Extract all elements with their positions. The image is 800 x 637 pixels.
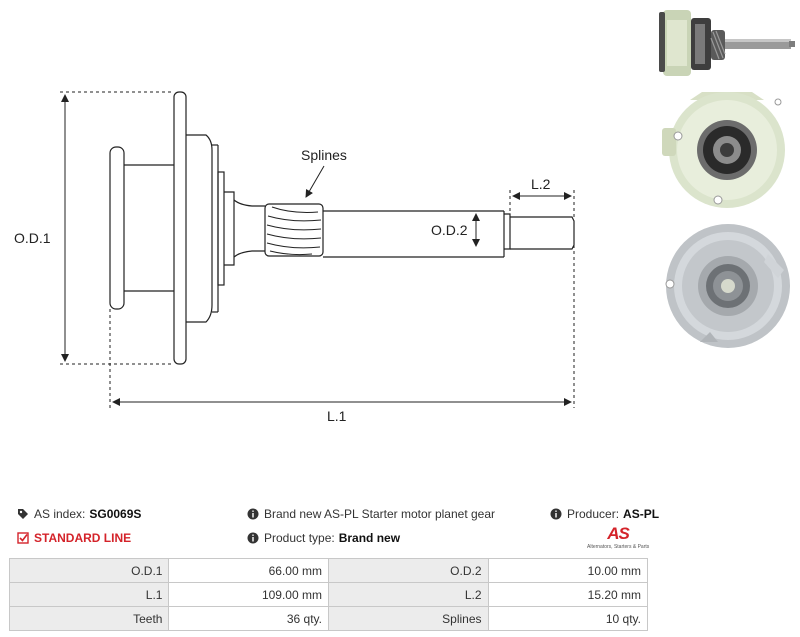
product-photo-side — [659, 10, 795, 76]
product-photo-back — [665, 224, 790, 348]
spec-label: O.D.1 — [8, 558, 170, 583]
description-text: Brand new AS-PL Starter motor planet gea… — [264, 507, 496, 521]
product-description: Brand new AS-PL Starter motor planet gea… — [247, 507, 495, 521]
label-od2: O.D.2 — [431, 222, 468, 238]
spec-label: Teeth — [8, 606, 170, 631]
logo-tagline: Alternators, Starters & Parts — [587, 544, 650, 550]
product-type-value: Brand new — [338, 531, 401, 545]
spec-label: O.D.2 — [327, 558, 489, 583]
label-l1: L.1 — [327, 408, 347, 424]
as-index-label: AS index: — [34, 507, 86, 521]
product-photo-front — [662, 92, 785, 208]
product-type: Product type: Brand new — [247, 531, 400, 545]
spec-value: 10.00 mm — [487, 558, 648, 583]
spline-gear — [264, 203, 324, 257]
standard-line: STANDARD LINE — [17, 531, 131, 545]
standard-line-label: STANDARD LINE — [34, 531, 132, 545]
spec-value: 36 qty. — [168, 606, 329, 631]
flange-disk — [173, 91, 187, 365]
spec-label: Splines — [327, 606, 489, 631]
tag-icon — [18, 509, 28, 519]
table-row: O.D.1 66.00 mm O.D.2 10.00 mm — [8, 558, 648, 583]
producer-value: AS-PL — [623, 507, 660, 521]
as-index: AS index: SG0069S — [17, 507, 141, 521]
spec-label: L.1 — [8, 582, 170, 607]
cup-rim — [109, 146, 125, 310]
as-index-value: SG0069S — [89, 507, 142, 521]
as-pl-logo: AS Alternators, Starters & Parts — [587, 524, 649, 550]
info-icon — [550, 508, 562, 520]
logo-mark: AS — [607, 524, 630, 543]
table-row: Teeth 36 qty. Splines 10 qty. — [8, 606, 648, 631]
info-icon — [247, 508, 259, 520]
spec-value: 109.00 mm — [168, 582, 329, 607]
label-splines: Splines — [301, 147, 347, 163]
producer: Producer: AS-PL — [550, 507, 659, 521]
spec-value: 15.20 mm — [487, 582, 648, 607]
spec-label: L.2 — [327, 582, 489, 607]
label-l2: L.2 — [531, 176, 551, 192]
label-od1: O.D.1 — [14, 230, 51, 246]
spec-value: 10 qty. — [487, 606, 648, 631]
producer-label: Producer: — [567, 507, 620, 521]
table-row: L.1 109.00 mm L.2 15.20 mm — [8, 582, 648, 607]
spec-table: O.D.1 66.00 mm O.D.2 10.00 mm L.1 109.00… — [8, 558, 648, 631]
product-type-label: Product type: — [264, 531, 335, 545]
checkbox-checked-icon — [17, 532, 29, 544]
info-icon — [247, 532, 259, 544]
spec-value: 66.00 mm — [168, 558, 329, 583]
technical-drawing: O.D.1 L.1 L.2 O.D.2 Splines — [14, 91, 575, 424]
